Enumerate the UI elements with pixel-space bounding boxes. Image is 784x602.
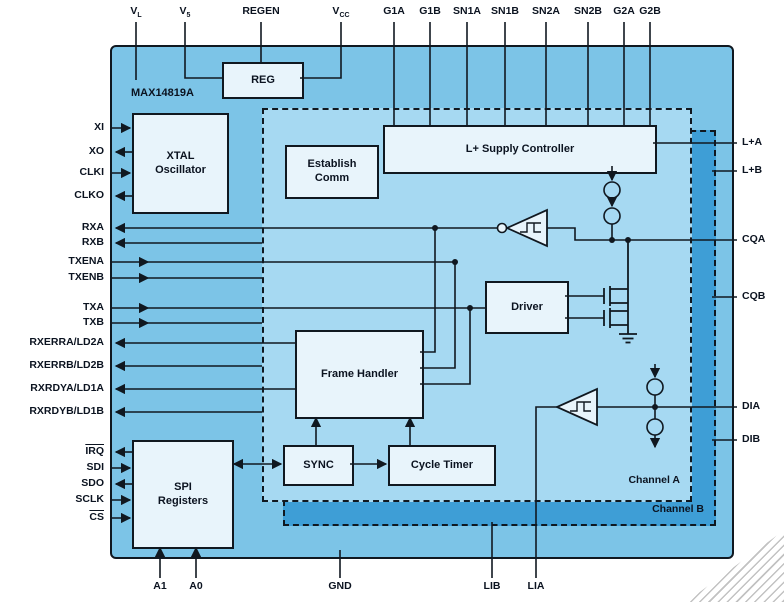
pin-label-sn2a: SN2A (531, 5, 560, 17)
pin-label-clki: CLKI (79, 166, 105, 178)
pin-label-sclk: SCLK (75, 493, 104, 505)
pin-label-g1b: G1B (419, 5, 441, 17)
pin-label-vcc: VCC (332, 5, 350, 20)
pin-label-g1a: G1A (383, 5, 405, 17)
pin-label-v5: V5 (179, 5, 191, 20)
channel-b-label: Channel B (652, 503, 704, 515)
pin-label-regen: REGEN (242, 5, 280, 17)
block-cycle-timer: Cycle Timer (388, 445, 496, 486)
block-sync: SYNC (283, 445, 354, 486)
pin-label-lplus-b: L+B (742, 164, 763, 176)
pin-label-lib: LIB (483, 580, 501, 592)
pin-label-sn1b: SN1B (490, 5, 519, 17)
block-reg: REG (222, 62, 304, 99)
pin-label-txenb: TXENB (68, 271, 104, 283)
pin-label-rxerra-ld2a: RXERRA/LD2A (29, 336, 104, 348)
pin-label-vl: VL (130, 5, 142, 20)
pin-label-dia: DIA (742, 400, 761, 412)
pin-label-sn2b: SN2B (573, 5, 602, 17)
block-lplus-supply-controller: L+ Supply Controller (383, 125, 657, 174)
pin-label-cs: CS (89, 511, 104, 523)
pin-label-rxa: RXA (81, 221, 104, 233)
pin-label-dib: DIB (742, 433, 761, 445)
pin-label-a1: A1 (153, 580, 167, 592)
pin-label-clko: CLKO (74, 189, 104, 201)
pin-label-rxb: RXB (81, 236, 104, 248)
pin-label-rxerrb-ld2b: RXERRB/LD2B (29, 359, 104, 371)
pin-label-cqa: CQA (742, 233, 766, 245)
pin-label-g2b: G2B (639, 5, 661, 17)
pin-label-rxrdyb-ld1b: RXRDYB/LD1B (29, 405, 104, 417)
pin-label-gnd: GND (328, 580, 352, 592)
pin-label-txb: TXB (83, 316, 104, 328)
block-frame-handler: Frame Handler (295, 330, 424, 419)
pin-label-lia: LIA (527, 580, 545, 592)
pin-label-rxrdya-ld1a: RXRDYA/LD1A (30, 382, 104, 394)
pin-label-xi: XI (94, 121, 104, 133)
pin-label-sdi: SDI (86, 461, 104, 473)
pin-label-xo: XO (88, 145, 104, 157)
chip-title: MAX14819A (131, 87, 194, 99)
block-driver: Driver (485, 281, 569, 334)
pin-label-a0: A0 (189, 580, 203, 592)
pin-label-sn1a: SN1A (452, 5, 481, 17)
pin-label-cqb: CQB (742, 290, 766, 302)
pin-label-g2a: G2A (613, 5, 635, 17)
pin-label-sdo: SDO (81, 477, 104, 489)
pin-label-irq: IRQ (85, 445, 104, 457)
pin-label-lplus-a: L+A (742, 136, 763, 148)
channel-a-label: Channel A (628, 474, 680, 486)
pin-label-txena: TXENA (68, 255, 104, 267)
pin-label-txa: TXA (83, 301, 104, 313)
